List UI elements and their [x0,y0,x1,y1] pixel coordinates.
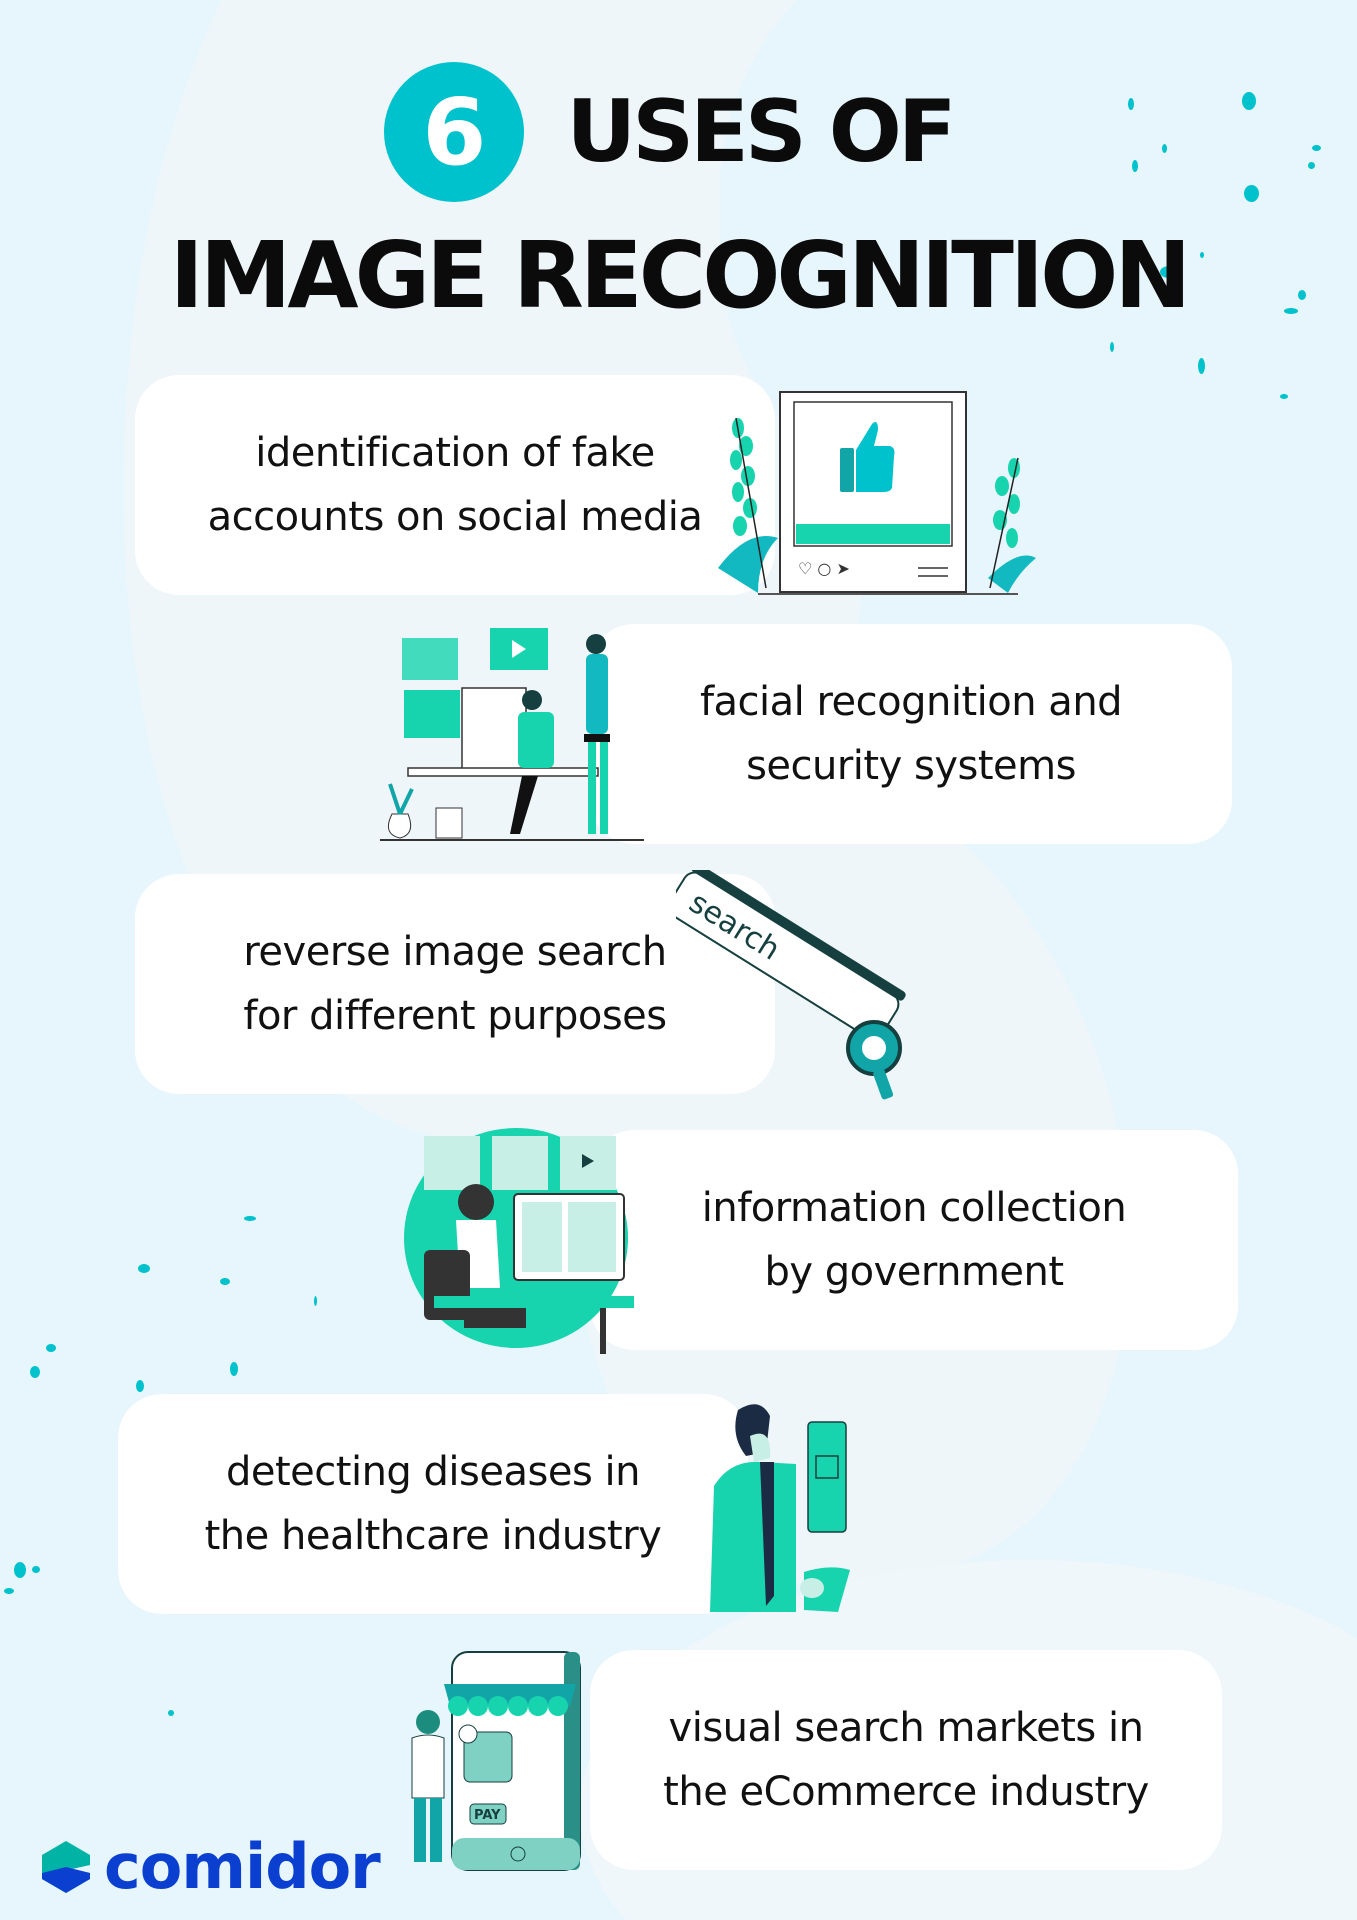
use-text: the eCommerce industry [663,1769,1149,1815]
comidor-logo[interactable]: comidor [38,1830,381,1903]
use-text: information collection [701,1185,1127,1231]
use-text: visual search markets in [668,1705,1144,1751]
use-text: identification of fake [255,430,655,476]
use-card-2: facial recognition and security systems [590,624,1232,844]
use-text: facial recognition and [699,679,1123,725]
use-text: reverse image search [243,929,667,975]
use-card-1: identification of fake accounts on social… [135,375,775,595]
doctor-with-clipboard-icon [700,1396,900,1616]
brand-name: comidor [104,1830,381,1903]
social-media-post-icon: ♡ ○ ➤ [718,388,1038,598]
use-text: detecting diseases in [226,1449,640,1495]
title-line-1: USES OF [566,82,956,182]
phone-shop-payment-icon: PAY [404,1648,604,1874]
use-text: by government [764,1249,1064,1295]
use-text: accounts on social media [207,494,703,540]
title-line-2: IMAGE RECOGNITION [169,222,1192,329]
use-text: the healthcare industry [204,1513,662,1559]
use-text: for different purposes [243,993,667,1039]
search-bar-magnifier-icon: search [667,862,936,1100]
svg-text:♡ ○ ➤: ♡ ○ ➤ [798,559,850,578]
woman-at-dashboard-icon [404,1128,644,1354]
use-card-6: visual search markets in the eCommerce in… [590,1650,1222,1870]
number-badge: 6 [384,62,525,202]
people-at-computer-icon [372,624,652,846]
use-card-3: reverse image search for different purpos… [135,874,775,1094]
comidor-hexagon-icon [42,1840,90,1893]
use-text: security systems [746,743,1076,789]
use-card-4: information collection by government [590,1130,1238,1350]
use-card-5: detecting diseases in the healthcare indu… [118,1394,748,1614]
page-title: 6 USES OF IMAGE RECOGNITION [0,62,1357,329]
svg-text:PAY: PAY [474,1808,501,1823]
